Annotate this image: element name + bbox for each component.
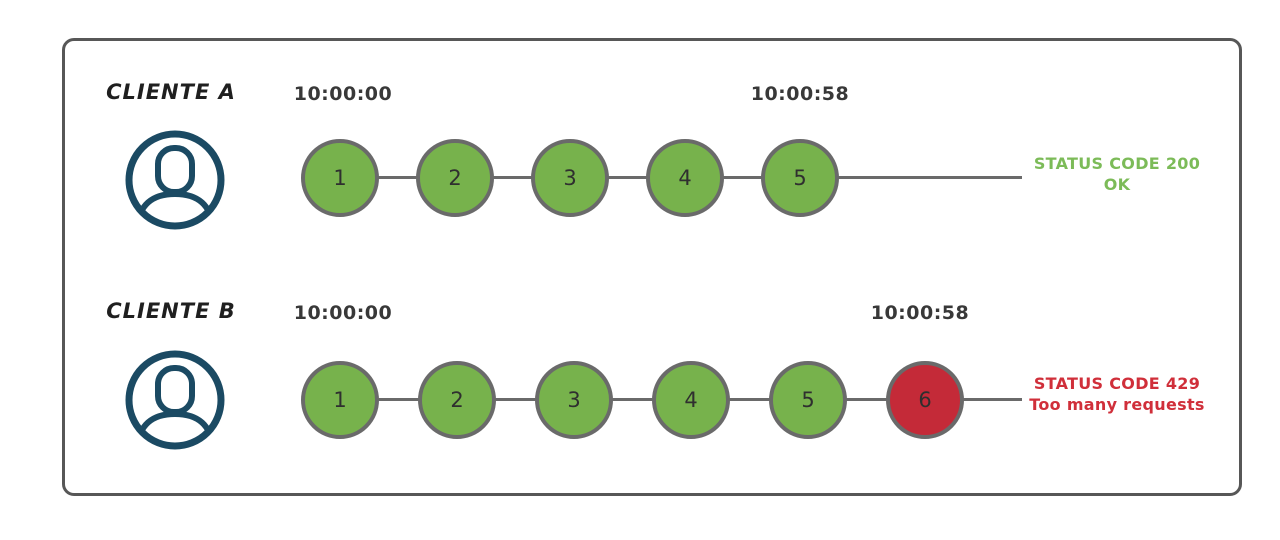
request-circle-4: 4 <box>646 139 724 217</box>
request-circle-1: 1 <box>301 361 379 439</box>
request-circle-4: 4 <box>652 361 730 439</box>
request-circle-2: 2 <box>416 139 494 217</box>
status-code-line: STATUS CODE 200 <box>1033 154 1201 173</box>
timestamp-end: 10:00:58 <box>750 83 850 105</box>
status-message-line: Too many requests <box>1029 395 1205 414</box>
client-b-label: CLIENTE B <box>106 299 236 323</box>
request-circle-1: 1 <box>301 139 379 217</box>
request-circle-5: 5 <box>761 139 839 217</box>
user-avatar-icon <box>125 350 225 450</box>
diagram-frame <box>62 38 1242 496</box>
request-circle-6: 6 <box>886 361 964 439</box>
request-circle-3: 3 <box>531 139 609 217</box>
status-message-line: OK <box>1103 175 1131 194</box>
status-code-line: STATUS CODE 429 <box>1033 374 1201 393</box>
timestamp-end: 10:00:58 <box>870 302 970 324</box>
timestamp-start: 10:00:00 <box>293 83 393 105</box>
request-circle-2: 2 <box>418 361 496 439</box>
status-text-ok: STATUS CODE 200 OK <box>1028 153 1206 195</box>
request-circle-3: 3 <box>535 361 613 439</box>
timestamp-start: 10:00:00 <box>293 302 393 324</box>
client-a-label: CLIENTE A <box>106 80 236 104</box>
status-text-error: STATUS CODE 429 Too many requests <box>1028 373 1206 415</box>
user-avatar-icon <box>125 130 225 230</box>
request-circle-5: 5 <box>769 361 847 439</box>
